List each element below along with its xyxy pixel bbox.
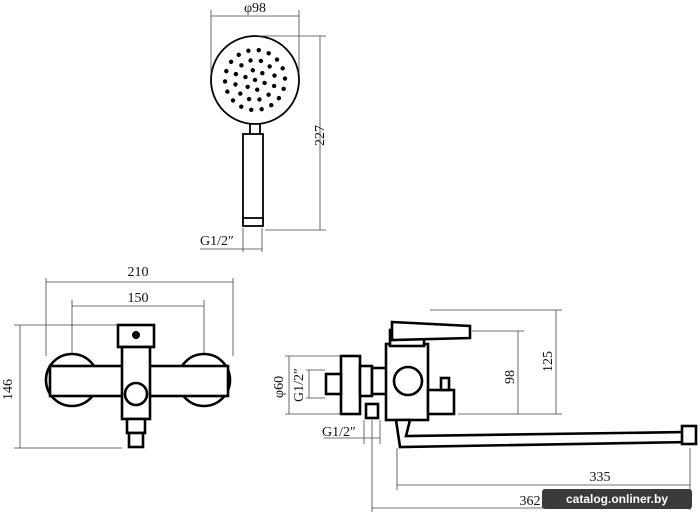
- diverter-knob: [123, 381, 149, 407]
- nozzle-dot: [281, 86, 286, 92]
- nozzle-dot: [238, 91, 243, 96]
- nozzle-dot: [225, 89, 230, 94]
- front-width-outer-label: 210: [128, 265, 149, 280]
- nozzle-dot: [257, 97, 262, 102]
- nozzle-dot: [222, 79, 228, 84]
- nozzle-dot: [224, 68, 229, 74]
- nozzle-dot: [259, 107, 264, 112]
- nozzle-dot: [262, 80, 267, 86]
- connector-nut: [358, 364, 374, 398]
- side-height-inner-label: 98: [503, 370, 518, 384]
- nozzle-dot: [246, 96, 252, 102]
- nozzle-dot: [236, 52, 241, 57]
- bottom-outlet: [364, 402, 380, 420]
- shower-handle-end: [242, 217, 264, 227]
- side-height-outer-label: 125: [541, 351, 556, 372]
- nozzle-dot: [239, 63, 244, 68]
- front-height-label: 146: [1, 379, 16, 400]
- nozzle-dot: [256, 48, 261, 53]
- nozzle-dot: [272, 73, 277, 78]
- cap-screw: [132, 331, 140, 339]
- nozzle-dot: [246, 48, 251, 53]
- watermark: catalog.onliner.by: [542, 489, 692, 509]
- shower-diameter-label: φ98: [244, 1, 266, 16]
- spout-tip: [680, 424, 698, 446]
- eccentric-connector: [324, 372, 343, 396]
- nozzle-dot: [266, 51, 271, 56]
- outlet-nut: [125, 417, 147, 435]
- side-thread-bottom-label: G1/2″: [322, 425, 356, 440]
- diverter-housing: [426, 388, 456, 416]
- side-view: φ60 G1/2″ G1/2″ 98 125 335: [272, 309, 698, 512]
- nozzle-dot: [228, 59, 234, 65]
- nozzle-dot: [274, 57, 280, 62]
- nozzle-dot: [239, 104, 244, 109]
- diverter-pin: [439, 376, 451, 392]
- nozzle-dot: [282, 76, 288, 81]
- lever-handle: [390, 320, 472, 342]
- side-thread-top-label: G1/2″: [292, 368, 307, 402]
- nozzle-dot: [249, 107, 254, 112]
- front-width-inner-label: 150: [128, 291, 149, 306]
- side-diameter-label: φ60: [272, 376, 287, 398]
- nozzle-dot: [266, 92, 271, 97]
- nozzle-dot: [233, 82, 238, 87]
- nozzle-dot: [258, 58, 264, 64]
- wall-flange: [339, 354, 362, 416]
- nozzle-dot: [243, 74, 248, 80]
- side-spout-reach-label: 335: [590, 470, 611, 485]
- mixer-side-knob: [392, 365, 424, 397]
- shower-thread-label: G1/2″: [200, 234, 234, 249]
- nozzle-dot: [280, 66, 285, 71]
- shower-handle: [242, 133, 264, 223]
- nozzle-dot: [248, 58, 253, 63]
- shower-head: φ98 227 G1/2″: [200, 1, 328, 252]
- spout: [394, 418, 692, 449]
- nozzle-dot: [255, 87, 260, 92]
- nozzle-dot: [245, 84, 250, 89]
- shower-nozzles: [222, 48, 288, 112]
- nozzle-dot: [233, 71, 239, 77]
- nozzle-dot: [260, 71, 265, 76]
- outlet-thread: [127, 431, 145, 449]
- nozzle-dot: [252, 77, 258, 83]
- front-view: 210 150 146: [1, 265, 234, 449]
- nozzle-dot: [269, 103, 274, 108]
- nozzle-dot: [276, 95, 282, 101]
- side-total-length-label: 362: [520, 494, 541, 509]
- nozzle-dot: [250, 68, 255, 73]
- nozzle-dot: [230, 98, 236, 103]
- shower-height-label: 227: [313, 125, 328, 146]
- nozzle-dot: [267, 64, 272, 69]
- nozzle-dot: [271, 83, 277, 89]
